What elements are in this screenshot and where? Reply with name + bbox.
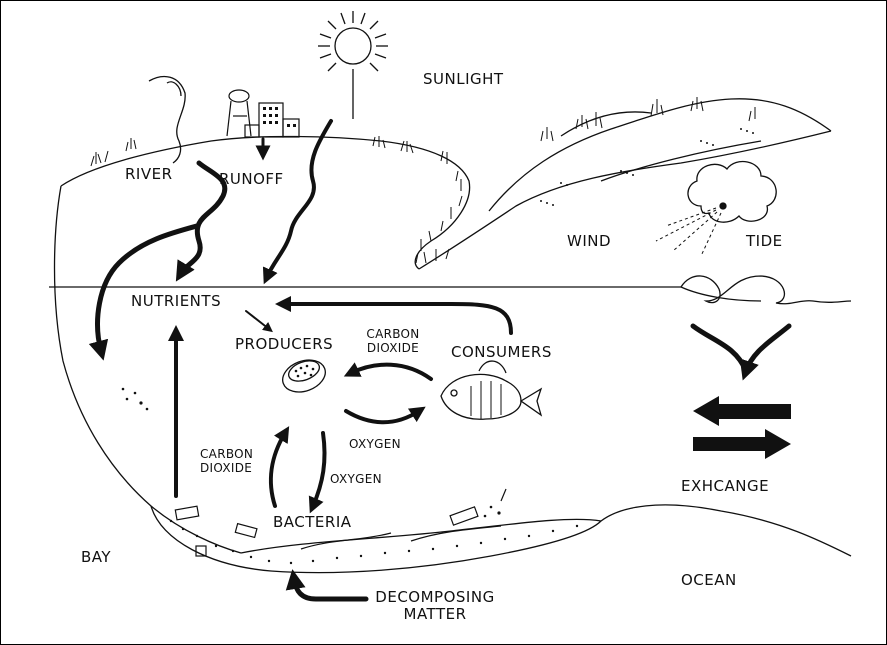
label-oxygen-middle: OXYGEN xyxy=(349,438,401,452)
label-tide: TIDE xyxy=(746,233,783,250)
bubbles xyxy=(122,388,501,518)
town-icon xyxy=(227,90,299,137)
label-bay: BAY xyxy=(81,549,111,566)
label-carbon-dioxide-top-line1: CARBON xyxy=(363,328,423,342)
grass-tufts xyxy=(91,97,755,263)
label-nutrients: NUTRIENTS xyxy=(131,293,221,310)
label-oxygen-lower: OXYGEN xyxy=(330,473,382,487)
label-carbon-dioxide-top-line2: DIOXIDE xyxy=(363,342,423,356)
tide-merge-arrow xyxy=(693,326,789,371)
label-carbon-dioxide-left-line2: DIOXIDE xyxy=(200,462,253,476)
runoff-arrows xyxy=(98,121,331,351)
label-carbon-dioxide-left-line1: CARBON xyxy=(200,448,253,462)
label-runoff: RUNOFF xyxy=(219,171,284,188)
label-bacteria: BACTERIA xyxy=(273,514,352,531)
label-wind: WIND xyxy=(567,233,611,250)
sea-floor xyxy=(151,505,851,573)
label-consumers: CONSUMERS xyxy=(451,344,552,361)
label-decomposing-matter: DECOMPOSING MATTER xyxy=(369,589,501,624)
label-exchange: EXHCANGE xyxy=(681,478,769,495)
label-river: RIVER xyxy=(125,166,173,183)
label-ocean: OCEAN xyxy=(681,572,737,589)
algae-producer-icon xyxy=(278,354,330,397)
sediment-stipple xyxy=(170,520,578,564)
fish-consumer-icon xyxy=(441,361,541,419)
label-carbon-dioxide-top: CARBON DIOXIDE xyxy=(363,328,423,356)
label-producers: PRODUCERS xyxy=(235,336,333,353)
label-sunlight: SUNLIGHT xyxy=(423,71,504,88)
cloud-icon xyxy=(688,162,776,223)
label-decomposing-line2: MATTER xyxy=(369,606,501,623)
label-decomposing-line1: DECOMPOSING xyxy=(369,589,501,606)
exchange-arrows xyxy=(693,396,791,459)
label-carbon-dioxide-left: CARBON DIOXIDE xyxy=(200,448,253,476)
sun-icon xyxy=(318,11,388,119)
